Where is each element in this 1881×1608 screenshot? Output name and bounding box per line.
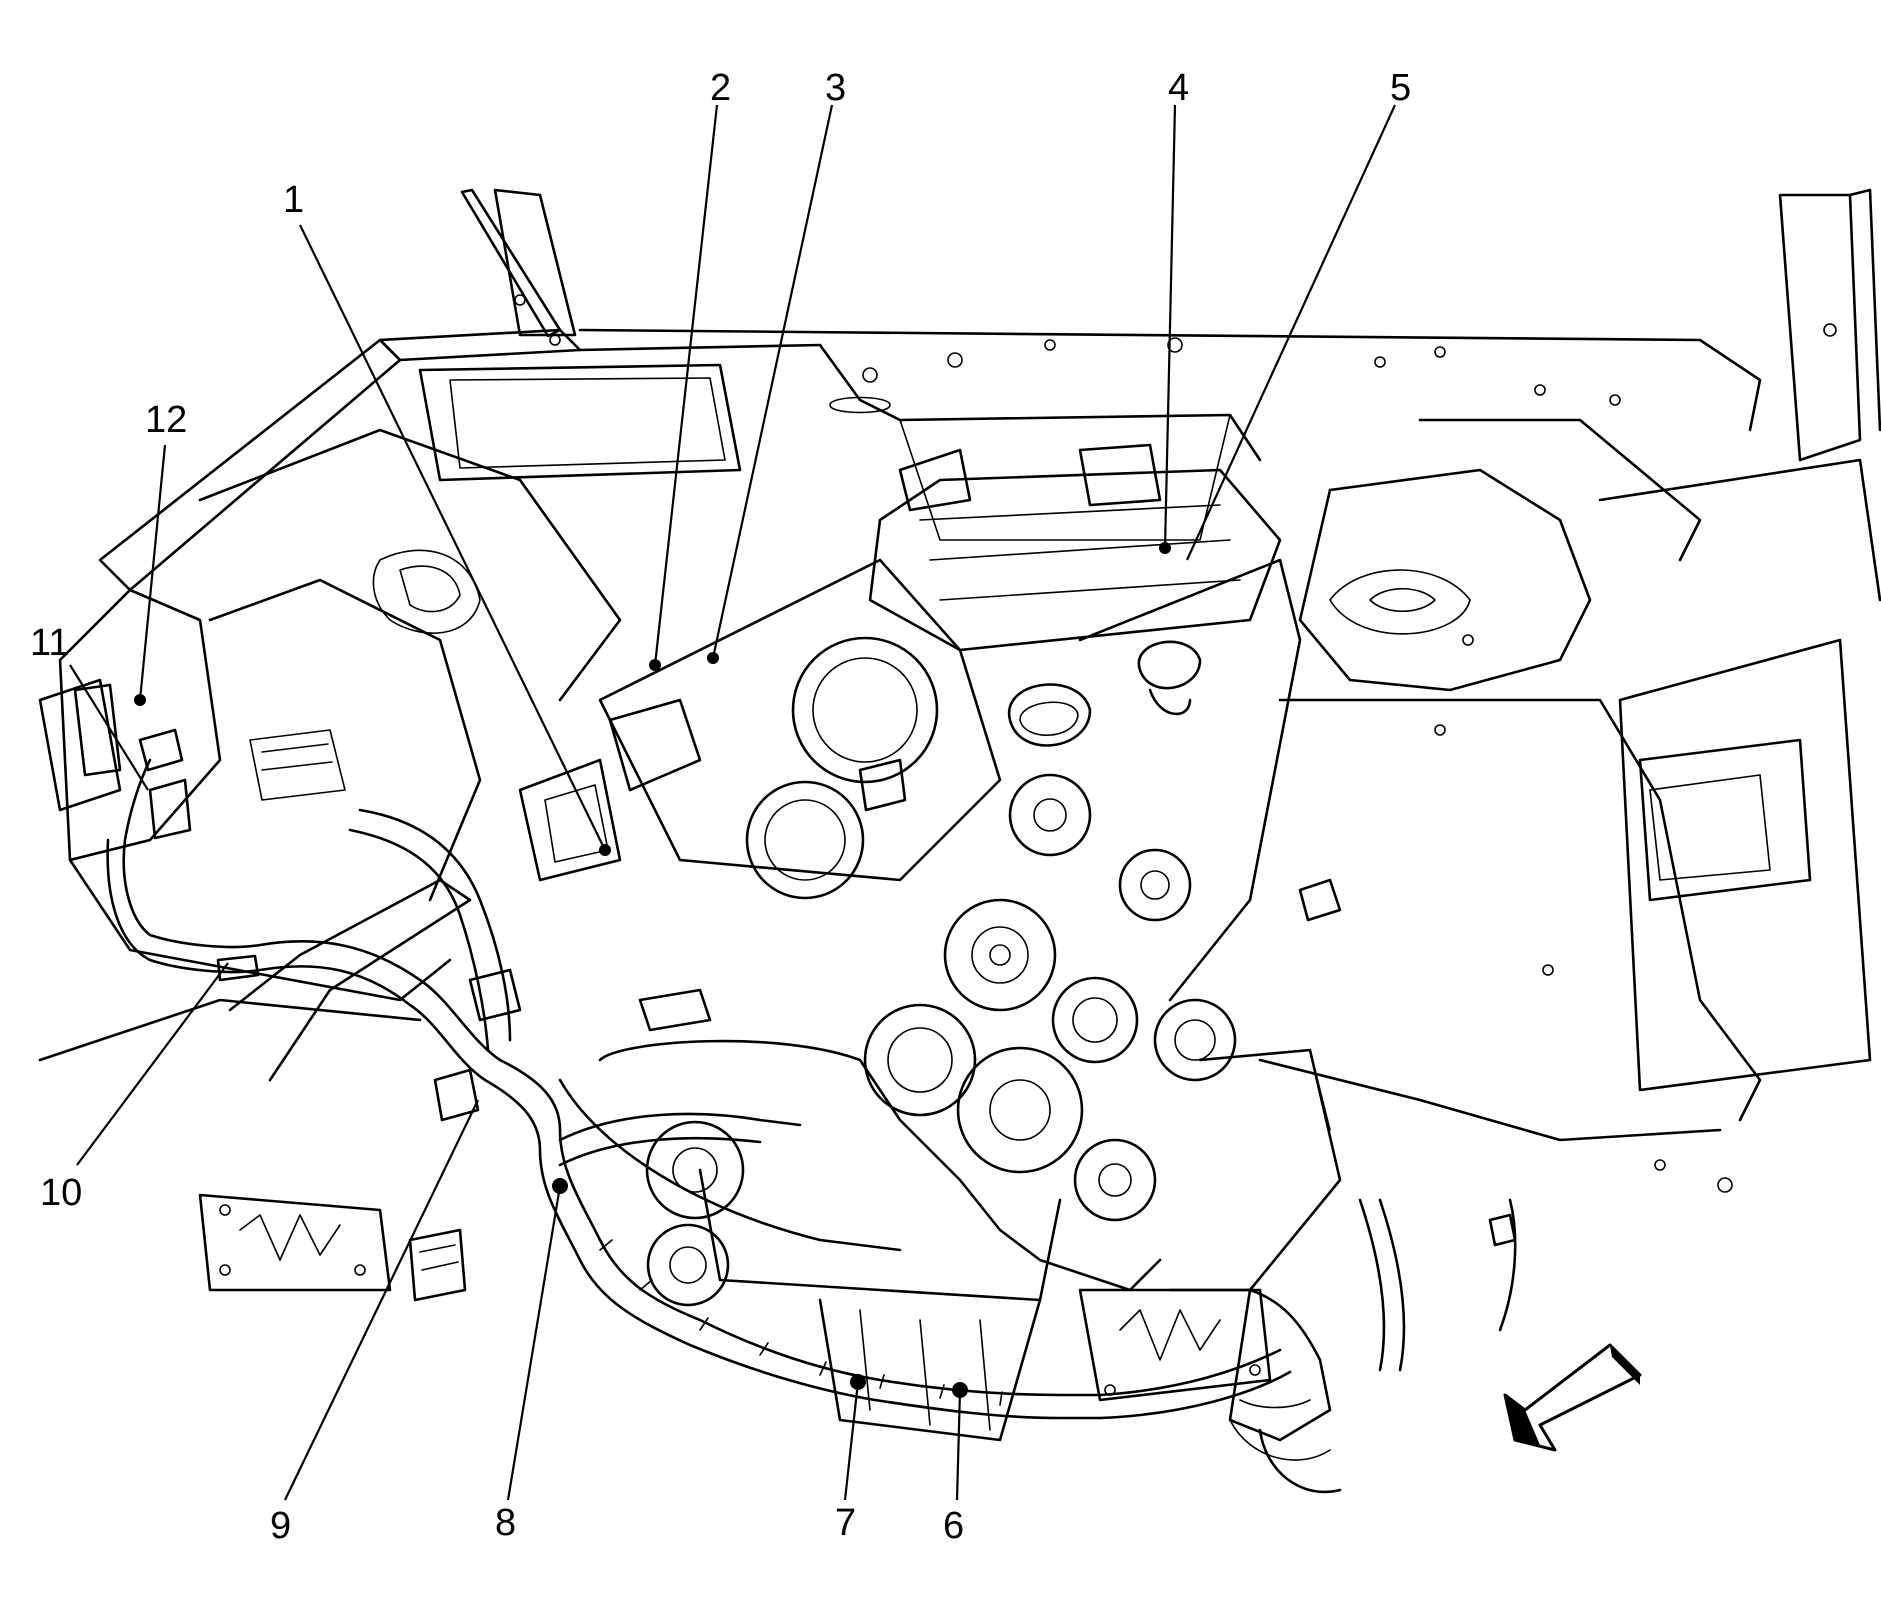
leader-12 [138,444,167,701]
wiring-harness [106,728,1517,1494]
leader-3 [711,104,834,659]
leader-5 [1185,104,1397,561]
callout-4: 4 [1168,67,1189,109]
leader-11 [69,664,149,791]
callout-9: 9 [270,1505,291,1547]
dot-2 [649,659,661,671]
dot-4 [1159,542,1171,554]
callout-1: 1 [283,179,304,221]
callout-6: 6 [943,1505,964,1547]
leader-8 [506,1185,562,1501]
callout-10: 10 [40,1172,82,1214]
dot-7 [850,1374,866,1390]
front-direction-arrow-icon [1503,1343,1642,1452]
callout-labels: 1 2 3 4 5 6 7 8 9 10 11 12 [30,67,1411,1547]
leader-6 [955,1389,962,1501]
dot-6 [952,1382,968,1398]
callout-12: 12 [145,399,187,441]
callout-leaders [69,104,1397,1501]
callout-5: 5 [1390,67,1411,109]
right-body-structure [1078,188,1881,1402]
callout-dots [134,542,1171,1398]
leader-2 [653,104,719,666]
callout-2: 2 [710,67,731,109]
leader-9 [284,1099,479,1501]
leader-1 [299,224,606,851]
firewall-cowl [418,323,1837,541]
callout-3: 3 [825,67,846,109]
dot-8 [552,1178,568,1194]
dot-3 [707,652,719,664]
callout-8: 8 [495,1502,516,1544]
leader-7 [843,1381,860,1501]
callout-11: 11 [30,622,69,664]
callout-7: 7 [835,1502,856,1544]
leader-10 [76,962,229,1166]
engine-assembly [518,443,1302,1442]
leader-4 [1163,104,1177,549]
left-body-structure [38,188,622,1292]
dot-12 [134,694,146,706]
dot-1 [599,844,611,856]
